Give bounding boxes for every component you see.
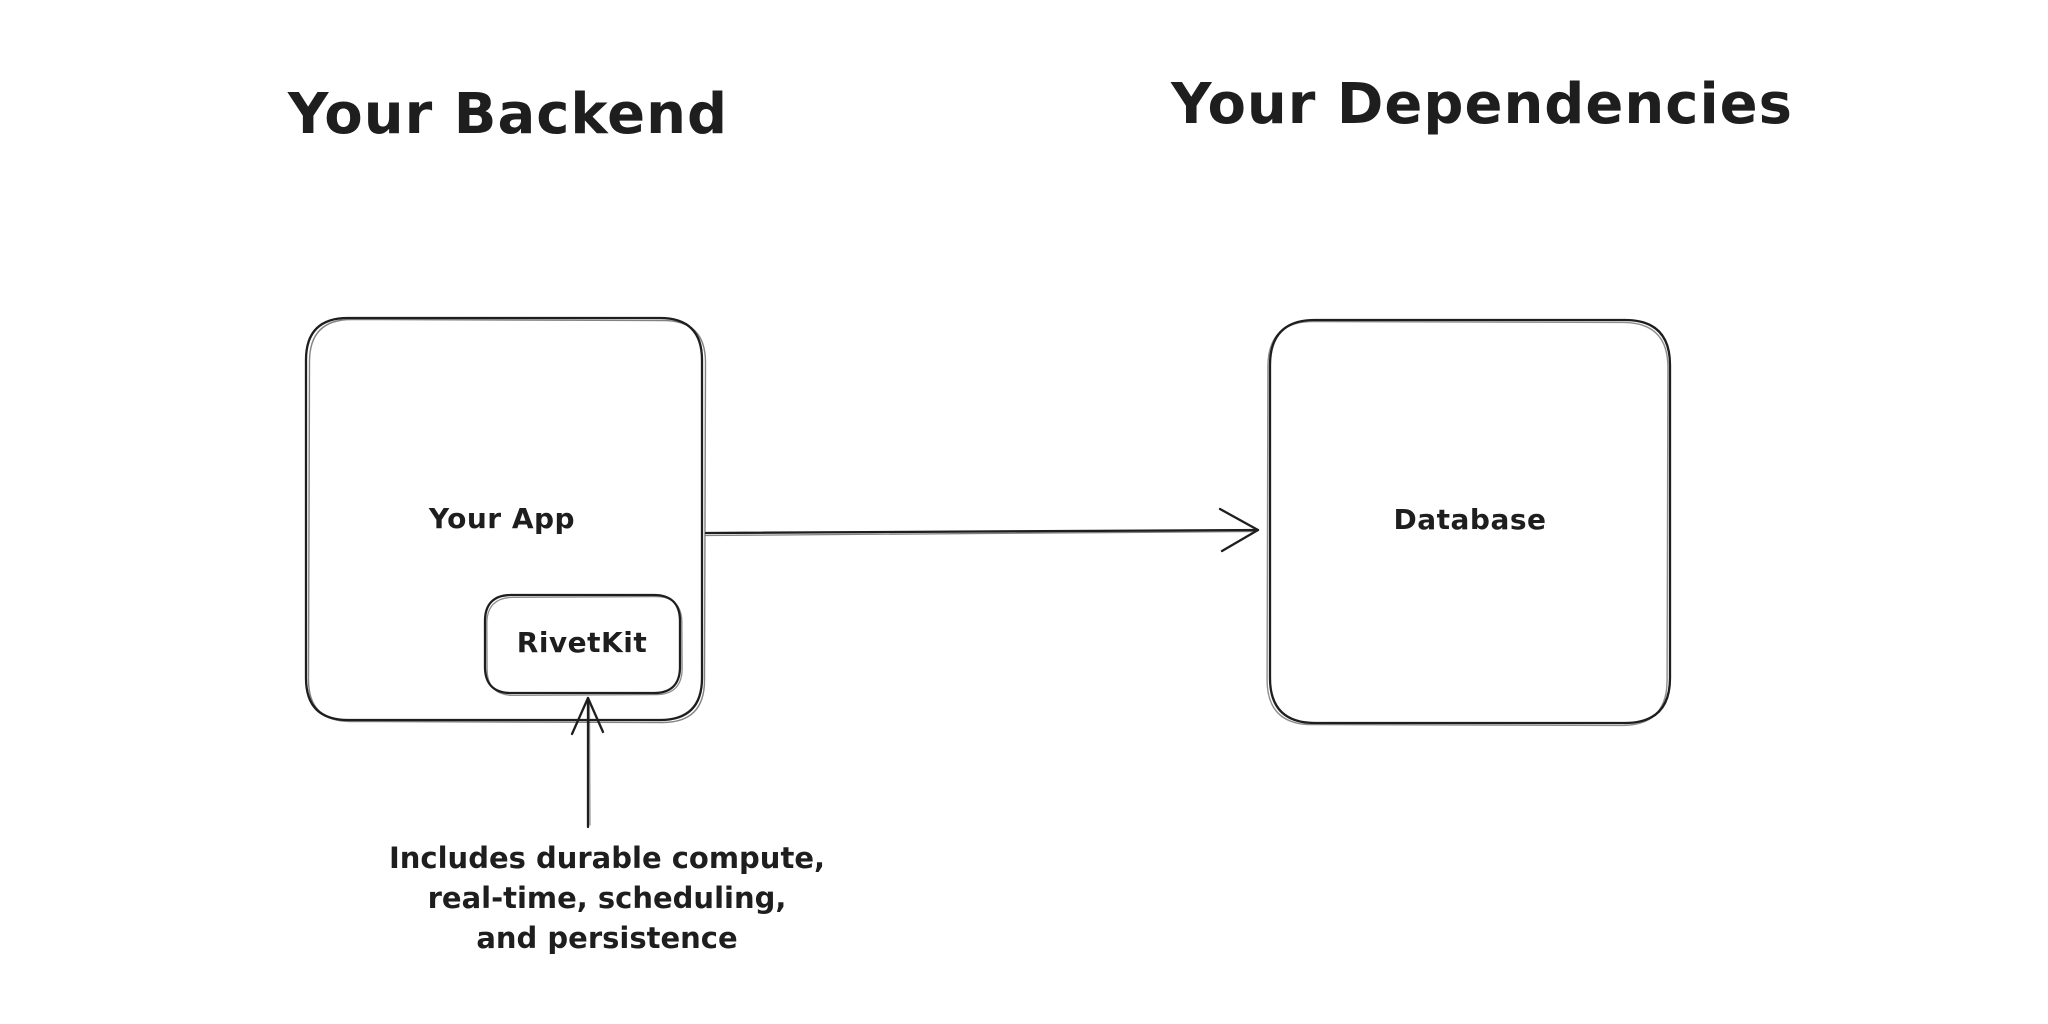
rivetkit-box [483,593,683,697]
database-box [1266,318,1672,727]
dependencies-section-title: Your Dependencies [1171,72,1793,137]
your-app-box [304,316,707,724]
rivetkit-caption: Includes durable compute, real-time, sch… [389,838,825,958]
rivetkit-caption-line-2: real-time, scheduling, [427,881,787,915]
arrow-app-to-database [704,507,1260,553]
database-label: Database [1393,503,1547,536]
backend-section-title: Your Backend [287,82,729,147]
your-app-label: Your App [428,502,576,535]
arrow-up-head-icon [570,696,605,736]
rivetkit-label: RivetKit [516,626,648,659]
rivetkit-caption-line-1: Includes durable compute, [388,841,826,875]
rivetkit-caption-line-3: and persistence [476,921,738,955]
arrow-right-head-icon [1218,507,1260,553]
arrow-caption-to-rivetkit [570,696,605,829]
